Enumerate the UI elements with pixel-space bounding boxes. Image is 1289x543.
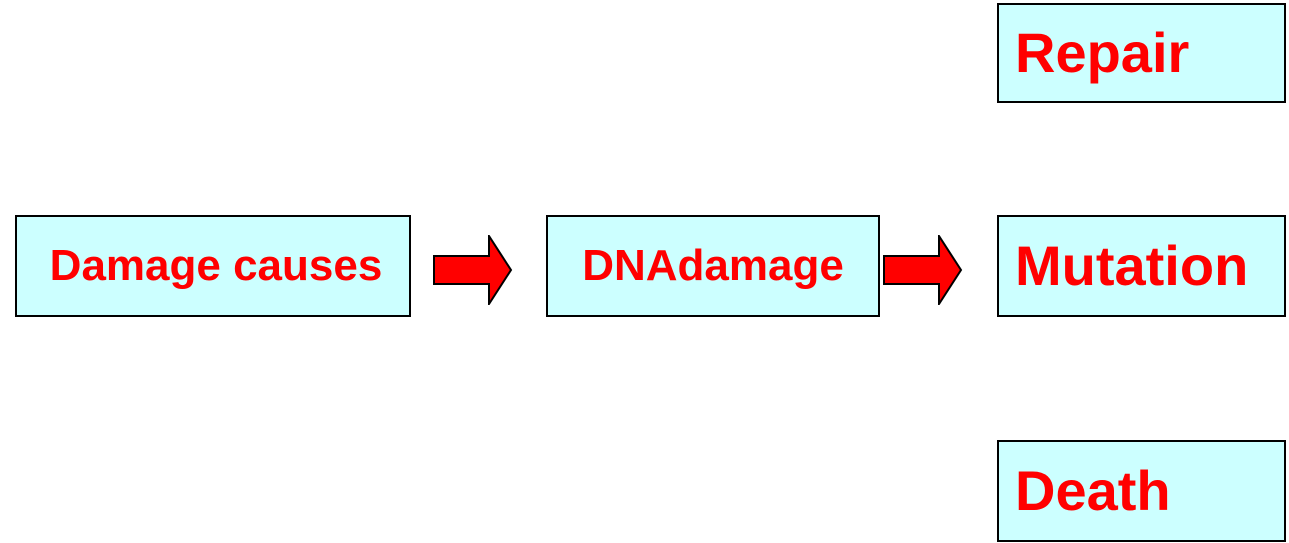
- damage-causes-label: Damage causes: [49, 241, 383, 290]
- dna-damage-label: DNAdamage: [582, 241, 844, 290]
- right-arrow-icon: [883, 235, 963, 305]
- mutation-label: Mutation: [1015, 234, 1249, 297]
- death-label: Death: [1015, 459, 1171, 522]
- repair-box: Repair: [997, 3, 1286, 103]
- right-arrow-icon: [433, 235, 513, 305]
- death-box: Death: [997, 440, 1286, 542]
- damage-causes-box: Damage causes: [15, 215, 411, 317]
- repair-label: Repair: [1015, 21, 1190, 84]
- dna-damage-box: DNAdamage: [546, 215, 880, 317]
- mutation-box: Mutation: [997, 215, 1286, 317]
